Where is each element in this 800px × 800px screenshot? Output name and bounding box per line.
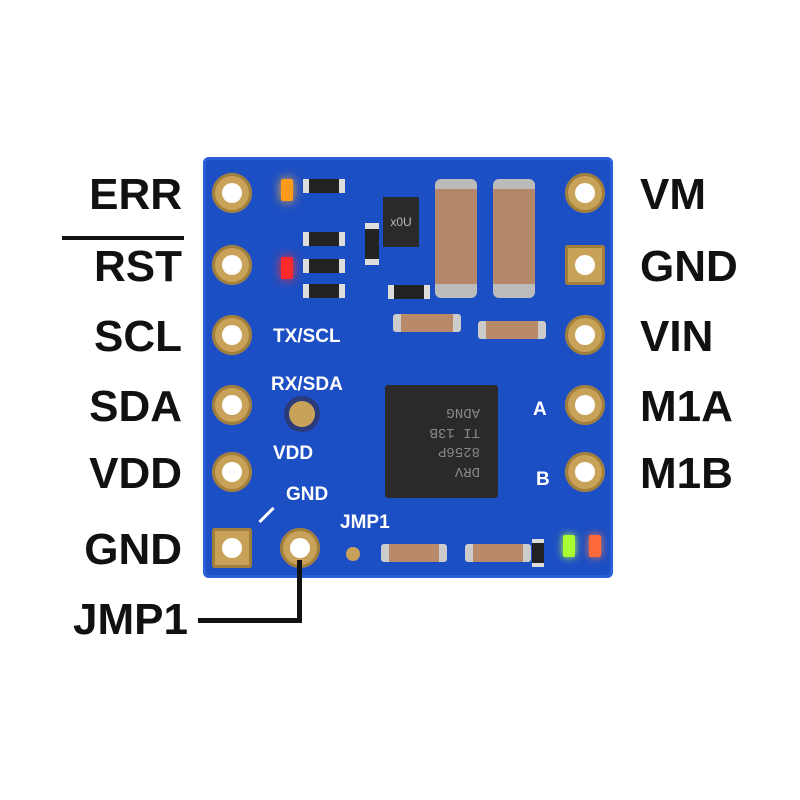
jmp1-leader-horizontal	[198, 618, 302, 623]
capacitor	[435, 179, 477, 298]
pin-label-m1a: M1A	[640, 382, 733, 431]
pad-vm	[565, 173, 605, 213]
capacitor	[381, 544, 447, 562]
capacitor	[493, 179, 535, 298]
silk-slash	[258, 506, 275, 524]
silk-b: B	[536, 469, 550, 490]
resistor	[303, 232, 345, 246]
capacitor	[478, 321, 546, 339]
resistor	[365, 223, 379, 265]
pad-scl	[212, 315, 252, 355]
silk-gnd: GND	[286, 484, 329, 505]
pad-gnd	[212, 528, 252, 568]
capacitor	[465, 544, 531, 562]
pin-label-sda: SDA	[89, 382, 182, 431]
led-err	[281, 179, 293, 201]
resistor	[388, 285, 430, 299]
pin-label-vin: VIN	[640, 312, 714, 361]
silk-vdd: VDD	[273, 443, 314, 464]
pad-err	[212, 173, 252, 213]
jmp1-leader-vertical	[297, 560, 302, 623]
pad-m1a	[565, 385, 605, 425]
capacitor	[393, 314, 461, 332]
pin-label-err: ERR	[89, 170, 182, 219]
pcb-board: x0U TX/SCL RX/SDA VDD GND JMP1 A B	[203, 157, 613, 578]
via	[346, 547, 360, 561]
resistor	[303, 259, 345, 273]
pin-label-scl: SCL	[94, 312, 182, 361]
chip-marking: ADNG	[446, 404, 480, 421]
pad-sda	[212, 385, 252, 425]
pin-label-vm: VM	[640, 170, 706, 219]
resistor	[532, 539, 544, 567]
resistor	[303, 179, 345, 193]
pad-vin	[565, 315, 605, 355]
pin-label-jmp1: JMP1	[73, 595, 188, 644]
chip-marking: DRV	[454, 463, 480, 479]
diode: x0U	[383, 197, 419, 247]
pin-label-gnd: GND	[84, 525, 182, 574]
silk-rx-sda: RX/SDA	[271, 374, 343, 395]
silk-jmp1: JMP1	[340, 512, 390, 533]
chip-marking: 8256P	[437, 443, 480, 460]
pin-label-rst: RST	[94, 242, 182, 291]
resistor	[303, 284, 345, 298]
pin-label-vdd: VDD	[89, 449, 182, 498]
pad-gnd-right	[565, 245, 605, 285]
drv8256p-chip: DRV 8256P TI 13B ADNG	[385, 385, 498, 498]
silk-tx-scl: TX/SCL	[273, 326, 341, 347]
led-green	[563, 535, 575, 557]
via-pad	[289, 401, 315, 427]
led-rst	[281, 257, 293, 279]
rst-overline	[62, 236, 184, 240]
chip-marking: TI 13B	[429, 423, 480, 440]
pin-label-m1b: M1B	[640, 449, 733, 498]
pad-m1b	[565, 452, 605, 492]
pin-label-gnd-right: GND	[640, 242, 738, 291]
pad-vdd	[212, 452, 252, 492]
led-red	[589, 535, 601, 557]
silk-a: A	[533, 399, 547, 420]
pad-rst	[212, 245, 252, 285]
